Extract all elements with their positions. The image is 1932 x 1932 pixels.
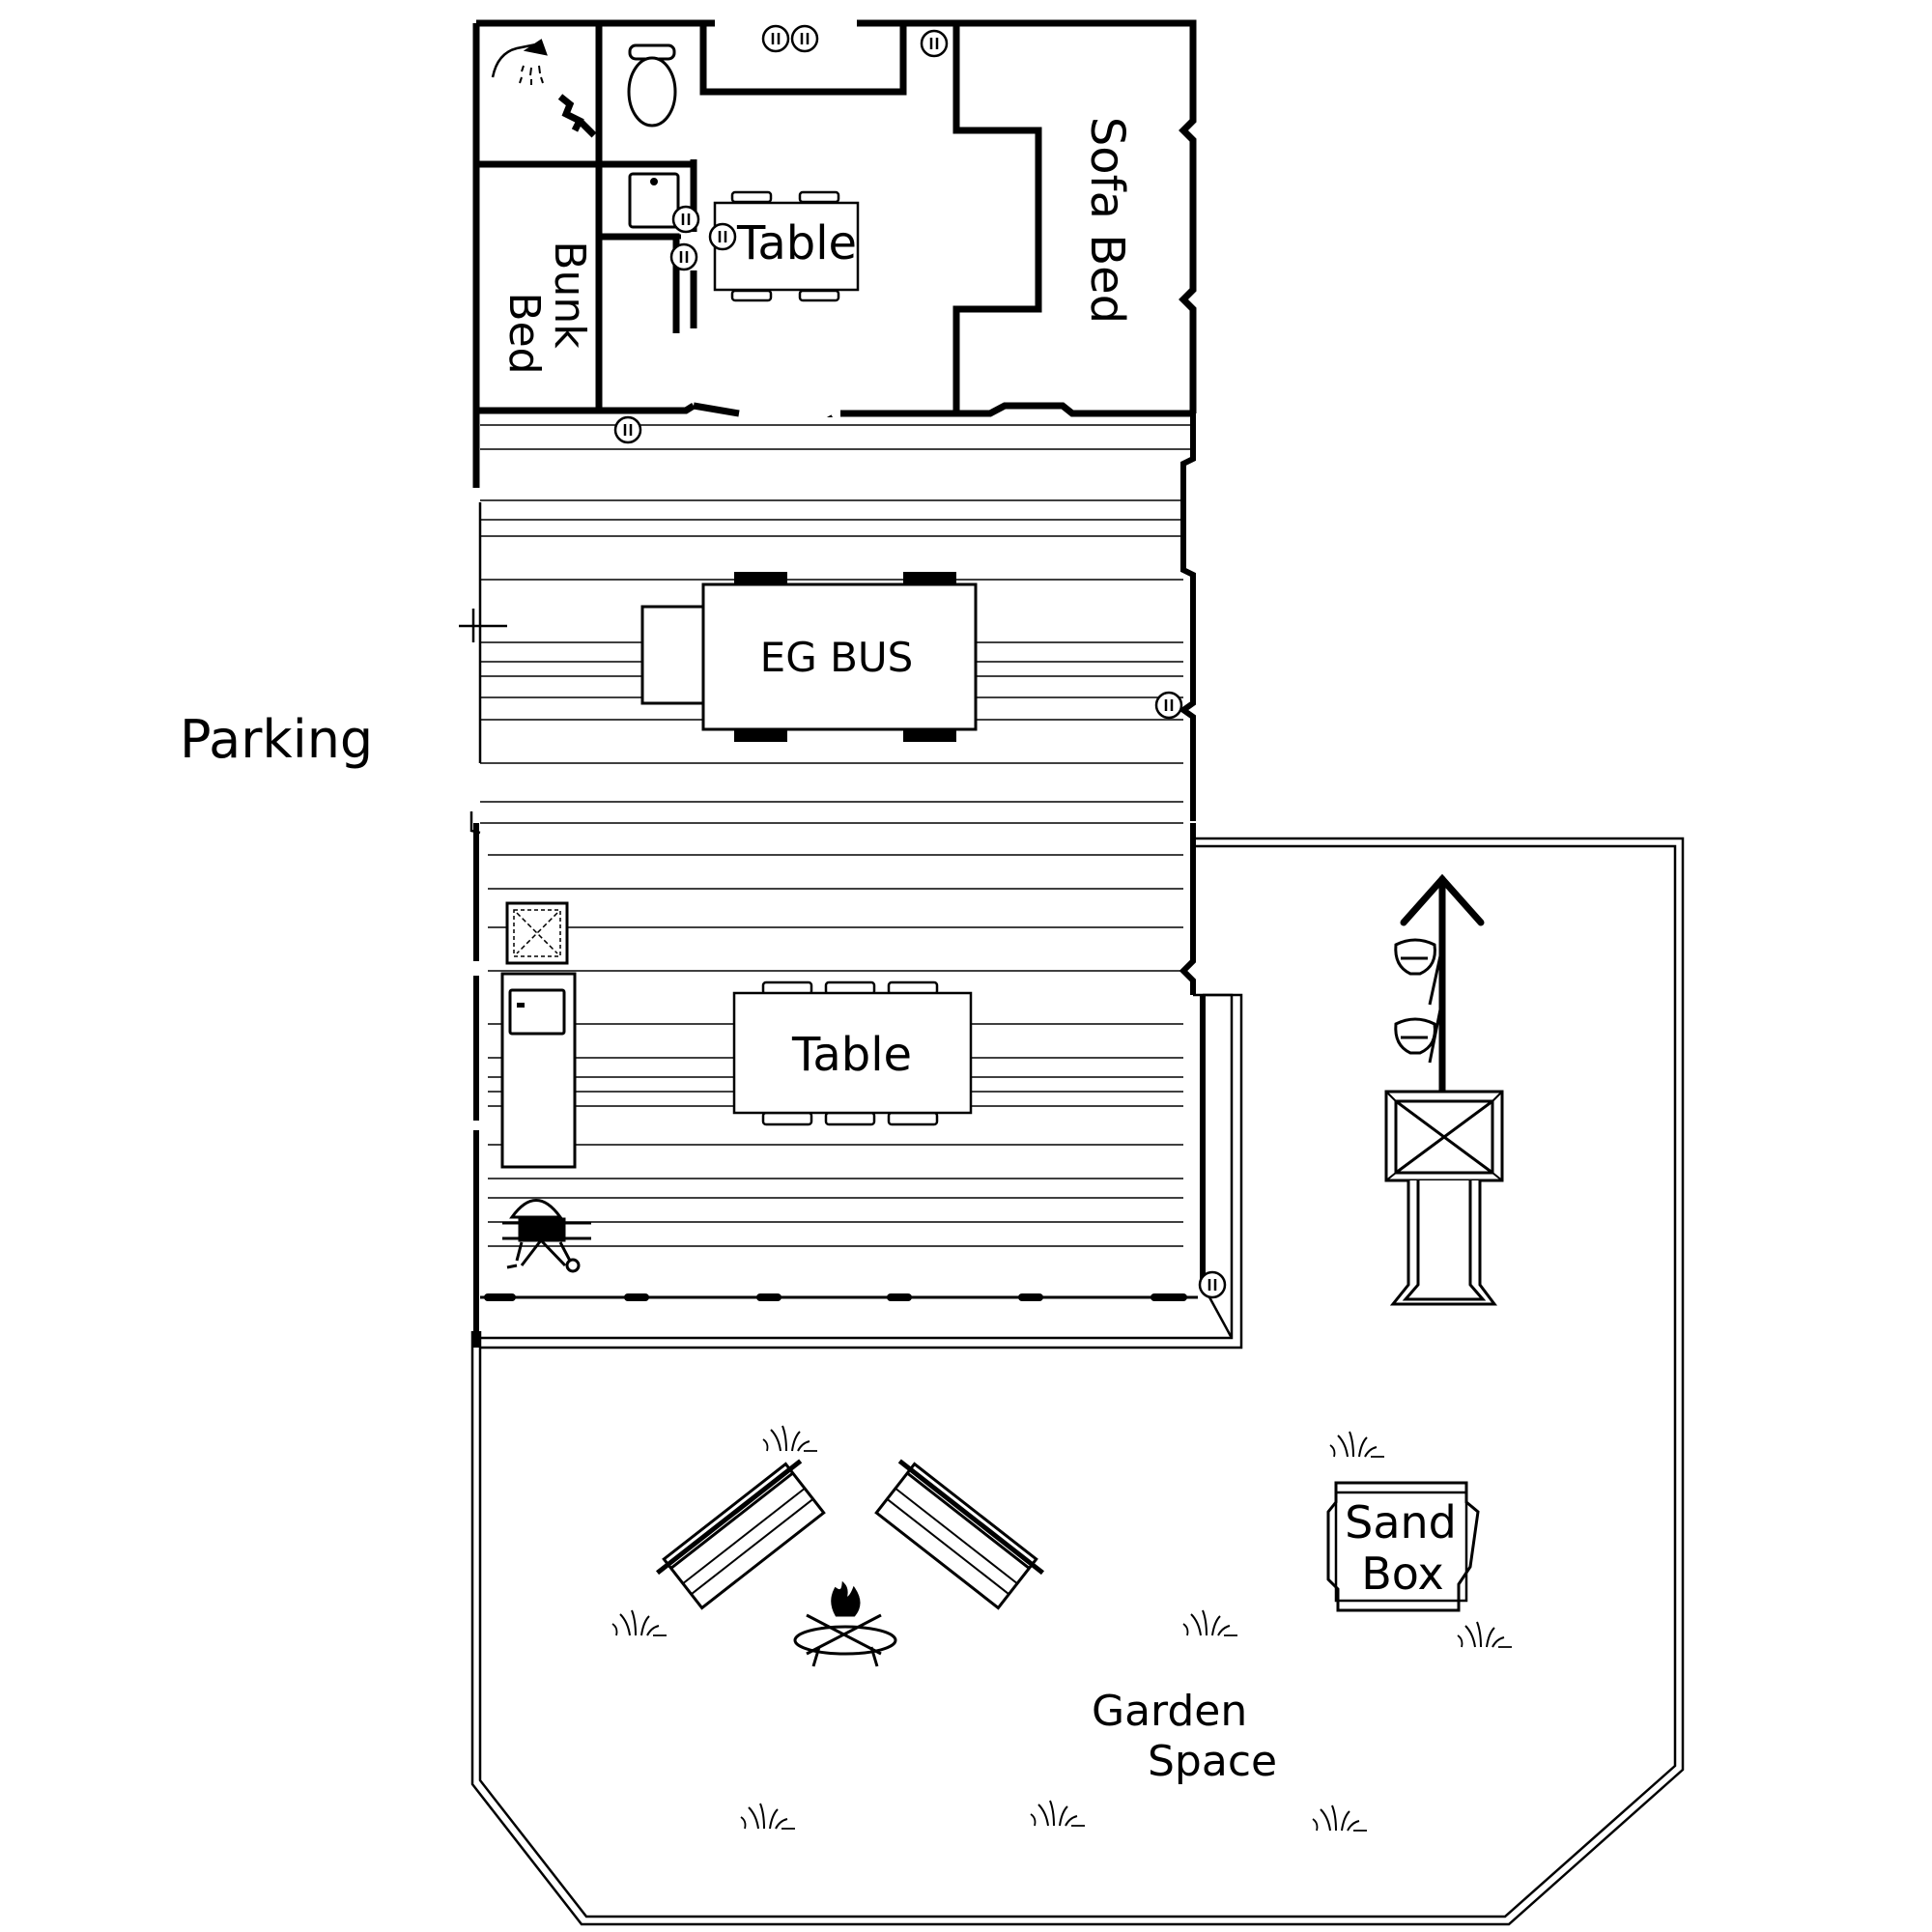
parking-label: Parking	[180, 709, 373, 770]
bunk-bed-label-line2: Bed	[499, 292, 549, 374]
bus-label: EG BUS	[760, 634, 914, 681]
arrow-up-icon	[1400, 873, 1485, 1100]
fridge-icon	[500, 972, 577, 1169]
garden-boundary	[470, 837, 1685, 1926]
deck-table-label: Table	[791, 1028, 912, 1082]
bunk-bed-label-line1: Bunk	[545, 241, 594, 349]
bunk-bed-2: Bed	[499, 292, 549, 374]
garden-bench-icon	[655, 1459, 1045, 1610]
sand-box-label-line1: Sand	[1345, 1496, 1457, 1548]
bbq-grill-icon	[502, 1199, 591, 1273]
bunk-bed: Bunk	[545, 241, 594, 349]
swing-seat-icon	[1394, 938, 1443, 1064]
slide-icon	[1389, 1180, 1497, 1306]
fire-pit-icon	[793, 1580, 897, 1667]
storage-box-icon	[505, 901, 569, 965]
sand-box: Sand Box	[1326, 1481, 1480, 1612]
sofa-bed-label: Sofa Bed	[1080, 117, 1134, 324]
garden-label-line2: Space	[1148, 1737, 1277, 1786]
toilet-icon	[627, 43, 677, 128]
play-tower	[1384, 1090, 1504, 1182]
sofa-bed: Sofa Bed	[1080, 117, 1134, 324]
sink-icon	[628, 172, 680, 229]
garden-label-line1: Garden	[1092, 1687, 1247, 1736]
sand-box-label-line2: Box	[1361, 1548, 1444, 1600]
cabin-table-label: Table	[736, 216, 857, 270]
cabin-table: Table	[713, 190, 860, 302]
bus: EG BUS	[640, 572, 978, 742]
deck-table: Table	[732, 980, 973, 1126]
shower-icon	[491, 39, 548, 85]
